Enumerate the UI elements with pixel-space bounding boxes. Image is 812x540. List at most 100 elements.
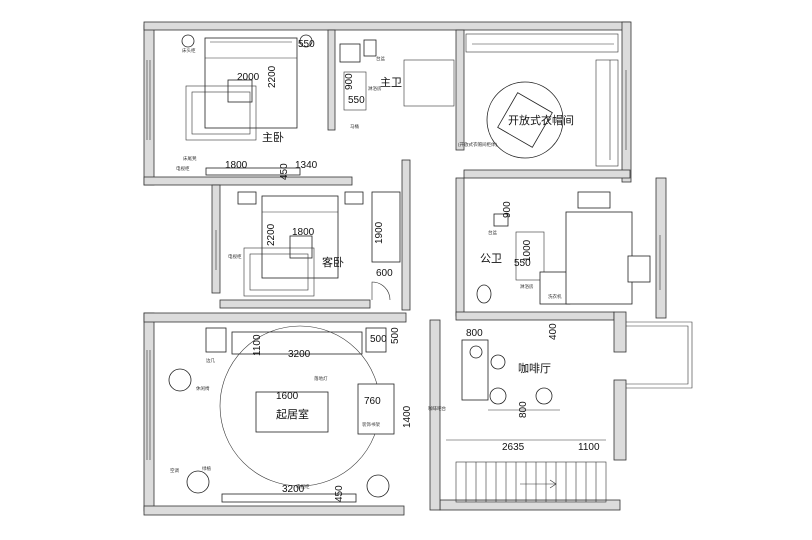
guest-bed [261,195,339,279]
dim-guest-bed-w: 1800 [292,227,315,238]
wall-living-north [143,312,407,323]
guest-wardrobe [371,191,401,263]
master-tv-cabinet [205,167,301,176]
note-pub-shower: 淋浴房 [520,283,534,290]
wall-west [143,24,155,186]
wall-cafe-west [429,319,441,511]
living-plant-icon [366,474,390,498]
note-guest-tv: 电视柜 [228,253,242,260]
dim-cafe-1100: 1100 [578,442,600,453]
wall-closet-south [463,169,631,179]
dim-living-table: 1600 [276,391,299,402]
room-guest-bedroom: 客卧 [322,255,344,269]
wall-pub-west [455,177,465,317]
dim-master-550: 550 [298,39,315,50]
wall-cafe-east [613,311,627,353]
living-side-table-l [205,327,227,353]
wall-guest-east [401,159,411,311]
dim-master-w2: 450 [279,163,290,180]
note-bench: 床尾凳 [183,155,197,162]
dim-living-760: 760 [364,396,381,407]
kitchen-sink [627,255,651,283]
master-rug [185,85,257,141]
room-living: 起居室 [276,407,309,421]
bath-shower [343,71,367,111]
dim-cafe-2635: 2635 [502,442,525,453]
note-lamp: 落地灯 [314,375,328,382]
cafe-stool-3 [489,387,507,405]
room-master-bedroom: 主卧 [262,131,284,144]
dim-guest-wardrobe-l: 1900 [374,221,385,244]
wall-mb-south [143,176,353,186]
dim-pub-900: 900 [502,201,513,218]
dim-living-1100: 1100 [252,334,263,356]
dim-bath-550: 550 [348,95,365,106]
dim-living-500a: 500 [370,334,387,345]
dim-cafe-400: 400 [548,323,559,340]
dim-guest-wardrobe-w: 600 [376,268,393,279]
cafe-stool-4 [535,387,553,405]
living-tv-cabinet [221,493,357,503]
note-plant: 绿植 [202,465,211,472]
pub-sink [493,213,509,227]
living-coffee-table [255,391,329,433]
dim-cafe-800a: 800 [466,328,483,339]
room-cafe: 咖啡厅 [518,361,551,375]
wall-bath-east [455,29,465,151]
wall-cafe-east2 [613,379,627,461]
dim-master-w1: 1800 [225,160,248,171]
kitchen-counter [565,211,633,305]
kitchen-stove [577,191,611,209]
room-walk-in-closet: 开放式衣帽间 [508,113,574,127]
bedside-lamp-icon [299,34,313,48]
wall-guest-south [219,299,371,309]
wall-west-living [143,312,155,512]
dim-living-tv: 3200 [282,484,305,495]
room-public-bath: 公卫 [480,253,502,265]
note-bath-toilet: 马桶 [350,123,359,130]
master-rug-inner [191,91,251,135]
note-ac: 空调 [170,467,179,474]
wall-cafe-north [455,311,615,321]
dim-pub-1000: 1000 [522,239,533,262]
dim-master-bed-l: 2200 [267,65,278,88]
guest-rug [243,247,315,297]
bath-sink [339,43,361,63]
wall-south-living [143,505,405,516]
wall-north [143,21,631,31]
guest-rug-inner [249,253,309,291]
guest-bedside-r [344,191,364,205]
stair-arrow-icon [520,479,557,489]
dim-living-1400: 1400 [402,405,413,428]
wall-east-closet [621,21,632,183]
dim-master-w3: 1340 [295,160,318,171]
note-cafe: 咖啡吧台 [428,405,446,412]
dim-master-bed-w: 2000 [237,72,260,83]
wall-south-cafe [439,499,621,511]
closet-cabinet-top [465,33,619,53]
cafe-stool-2 [490,354,506,370]
note-mb-tv: 电视柜 [176,165,190,172]
note-bedside: 床头柜 [182,47,196,54]
pub-laundry [539,271,571,305]
note-sink: 台盆 [376,55,385,62]
bedside-lamp-icon [181,34,195,48]
bath-tub [403,59,455,107]
pub-toilet [476,284,492,304]
staircase [455,461,607,503]
living-side-table-r [365,327,387,353]
dim-cafe-800b: 800 [518,401,529,418]
note-chair: 休闲椅 [196,385,210,392]
bath-toilet [363,39,377,57]
note-tv-cab: 电视柜 [296,483,310,490]
dim-bath-900: 900 [344,73,355,90]
wall-bath-west [327,29,336,131]
note-laundry: 洗衣机 [548,293,562,300]
room-master-bath: 主卫 [380,76,402,89]
note-closet: (开放式衣帽间柜体) [458,141,497,148]
dim-living-500b: 500 [390,327,401,344]
note-bookcase: 装饰书架 [362,421,380,428]
cafe-stool-1 [469,345,483,359]
dim-pub-550: 550 [514,258,531,269]
